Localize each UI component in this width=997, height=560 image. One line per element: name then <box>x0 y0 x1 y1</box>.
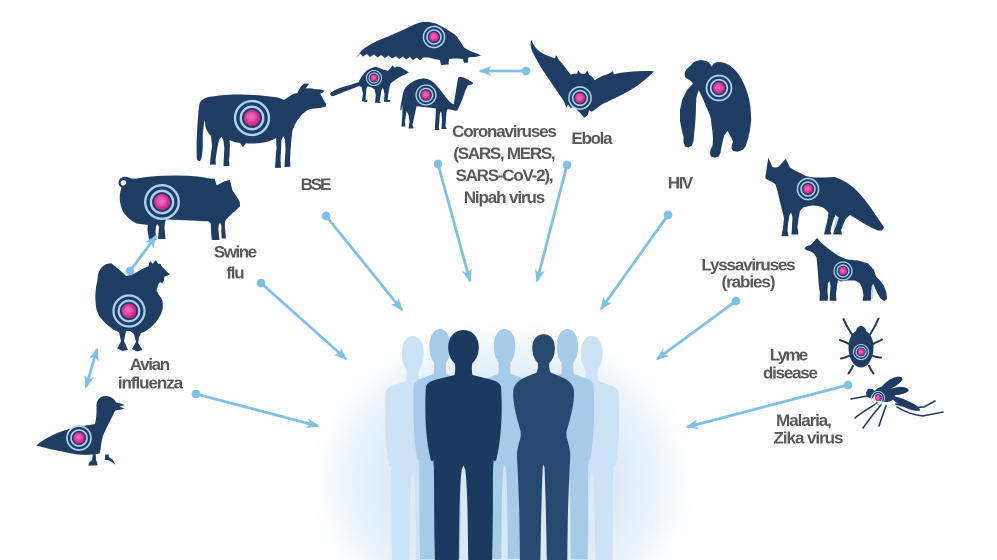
svg-text:Lyme: Lyme <box>770 346 809 365</box>
svg-text:disease: disease <box>763 364 818 383</box>
svg-text:(SARS, MERS,: (SARS, MERS, <box>453 144 555 163</box>
svg-text:Nipah virus: Nipah virus <box>464 188 546 207</box>
svg-text:BSE: BSE <box>301 175 332 194</box>
svg-text:Malaria,: Malaria, <box>776 411 832 430</box>
svg-text:flu: flu <box>226 263 244 282</box>
svg-text:Coronaviruses: Coronaviruses <box>452 122 557 141</box>
svg-text:influenza: influenza <box>118 374 184 393</box>
svg-text:Avian: Avian <box>130 355 170 374</box>
svg-text:HIV: HIV <box>668 174 694 193</box>
svg-text:Lyssaviruses: Lyssaviruses <box>701 256 795 275</box>
svg-text:(rabies): (rabies) <box>722 273 776 292</box>
svg-text:Zika virus: Zika virus <box>774 429 844 448</box>
svg-text:SARS-CoV-2),: SARS-CoV-2), <box>455 166 553 185</box>
svg-text:Swine: Swine <box>214 242 257 261</box>
svg-text:Ebola: Ebola <box>571 129 613 148</box>
